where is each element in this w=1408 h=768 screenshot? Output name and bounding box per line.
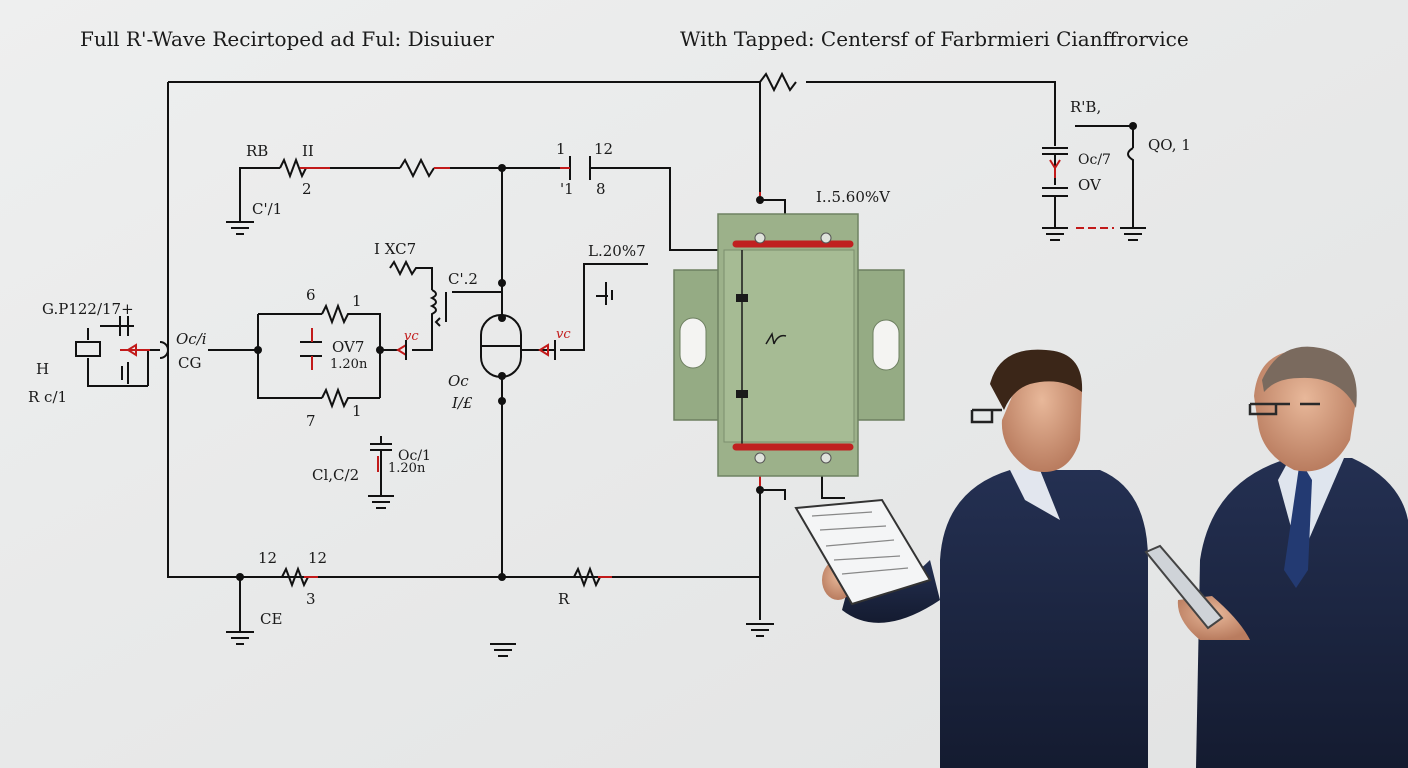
label-1-20n: 1.20n: [330, 357, 368, 372]
left-title: Full R'-Wave Recirtoped ad Ful: Disuiuer: [80, 27, 494, 51]
clipboard-right: [1144, 544, 1224, 630]
label-h: H: [36, 360, 49, 378]
label-ii: II: [302, 142, 314, 160]
label-l20: L.20%7: [588, 242, 646, 260]
right-title: With Tapped: Centersf of Farbrmieri Cian…: [680, 27, 1189, 51]
label-2: 2: [302, 180, 312, 198]
label-rb: RB: [246, 142, 268, 160]
label-cap-1b: '1: [560, 180, 574, 198]
label-oc-1: Oc/1: [398, 448, 431, 464]
label-bottom-12a: 12: [258, 549, 277, 567]
label-cap-1: 1: [556, 140, 566, 158]
label-vc-left: vc: [404, 329, 419, 344]
circuit-diagram: [75, 71, 1146, 657]
label-c20n: 1.20n: [388, 461, 426, 476]
label-7: 7: [306, 412, 316, 430]
label-clc2: Cl,C/2: [312, 466, 359, 484]
label-oct: Oc/i: [176, 330, 207, 348]
label-transformer-rating: I..5.60%V: [816, 188, 891, 206]
label-cap-8: 8: [596, 180, 606, 198]
label-cap-12: 12: [594, 140, 613, 158]
label-bottom-12b: 12: [308, 549, 327, 567]
label-oc: Oc: [448, 372, 469, 390]
circuit-labels: RB II 2 C'/1 1 12 '1 8 I XC7 C'.2 L.20%7…: [28, 98, 1191, 628]
label-6: 6: [306, 286, 316, 304]
label-ov7: OV7: [332, 338, 364, 356]
label-ov: OV: [1078, 176, 1102, 194]
label-c2: C'.2: [448, 270, 478, 288]
label-oc7: Oc/7: [1078, 152, 1111, 168]
label-qo1: QO, 1: [1148, 136, 1191, 154]
label-1b: 1: [352, 402, 362, 420]
label-ixc7: I XC7: [374, 240, 416, 258]
clipboard-left: [794, 498, 932, 606]
label-bottom-3: 3: [306, 590, 316, 608]
label-gp: G.P122/17+: [42, 300, 134, 318]
person-left: [822, 349, 1148, 768]
label-rc1: R c/1: [28, 388, 67, 406]
label-1a: 1: [352, 292, 362, 310]
label-cg: CG: [178, 354, 201, 372]
label-vc-right: vc: [556, 327, 571, 342]
label-ie: I/£: [451, 394, 473, 412]
label-rb-right: R'B,: [1070, 98, 1101, 116]
label-bottom-ce: CE: [260, 610, 282, 628]
label-bottom-r: R: [558, 590, 570, 608]
label-c1: C'/1: [252, 200, 282, 218]
transformer-device: [673, 213, 905, 477]
